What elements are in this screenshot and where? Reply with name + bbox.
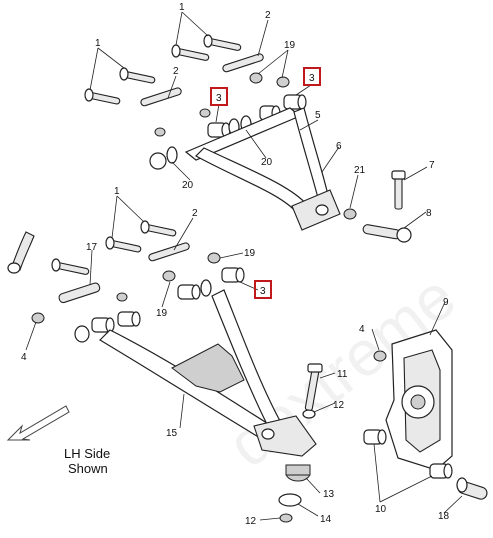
shaft-upper-1 <box>222 53 264 73</box>
callout-21: 21 <box>354 165 366 176</box>
highlighted-callouts: 3 3 3 <box>210 67 321 299</box>
bolt-upper-4 <box>84 88 121 105</box>
callout-2: 2 <box>192 208 198 219</box>
shaft-lower-17 <box>58 282 101 304</box>
callout-18: 18 <box>438 511 450 522</box>
bushing-10-left <box>363 429 387 445</box>
nut-upper-1 <box>249 72 263 84</box>
bushing-upper-d <box>149 152 167 170</box>
callout-14: 14 <box>320 514 332 525</box>
washer-upper-1 <box>166 146 178 164</box>
bolt-lower-1 <box>105 236 142 253</box>
callout-9: 9 <box>443 297 449 308</box>
tie-rod-end-8 <box>362 224 412 243</box>
bolt-11 <box>304 363 323 411</box>
nut-upper-2 <box>276 76 290 88</box>
nut-4-left <box>31 312 45 324</box>
bolt-upper-1 <box>171 44 210 61</box>
highlight-box-3 <box>303 67 321 86</box>
nut-12-upper <box>302 409 316 419</box>
callout-17: 17 <box>86 242 98 253</box>
callout-6: 6 <box>336 141 342 152</box>
upper-a-arm-group <box>84 34 412 243</box>
callout-2: 2 <box>265 10 271 21</box>
callout-19: 19 <box>244 248 256 259</box>
highlight-box-3 <box>254 280 272 299</box>
snap-ring-14 <box>278 493 302 507</box>
nut-lower-1 <box>207 252 221 264</box>
bolt-7 <box>391 170 406 210</box>
bushing-lower-d <box>117 311 141 327</box>
lower-arm-gusset <box>171 343 245 393</box>
callout-labels: 1 1 1 2 2 2 19 19 19 5 6 20 20 21 7 8 17… <box>21 2 450 527</box>
callout-19: 19 <box>284 40 296 51</box>
upper-ball-joint <box>315 204 329 216</box>
leader-lines <box>25 11 463 521</box>
washer-lower-1 <box>200 279 212 297</box>
upper-arm-side-tube <box>293 107 329 199</box>
callout-20: 20 <box>182 180 194 191</box>
bolt-upper-2 <box>203 34 242 51</box>
bushing-lower-a <box>177 284 201 300</box>
callout-3: 3 <box>309 73 315 84</box>
callout-13: 13 <box>323 489 335 500</box>
callout-8: 8 <box>426 208 432 219</box>
callout-4: 4 <box>21 352 27 363</box>
callout-5: 5 <box>315 110 321 121</box>
nut-21 <box>343 208 357 220</box>
stabilizer-link-partial <box>7 231 35 274</box>
callout-1: 1 <box>95 38 101 49</box>
washer-lower-2 <box>74 325 90 343</box>
callout-7: 7 <box>429 160 435 171</box>
callout-19: 19 <box>156 308 168 319</box>
side-note-line-1: LH Side <box>64 446 110 461</box>
upper-arm-rear-tube <box>195 147 309 215</box>
callout-2: 2 <box>173 66 179 77</box>
lower-a-arm-group <box>31 220 323 523</box>
bushing-lower-b <box>221 267 245 283</box>
lower-arm-knuckle <box>253 415 317 457</box>
highlight-box-3 <box>210 87 228 106</box>
arrow-left-icon <box>6 405 70 441</box>
lower-arm-mount-hole <box>261 428 275 440</box>
callout-11: 11 <box>337 369 348 380</box>
callout-12: 12 <box>245 516 257 527</box>
nut-upper-3 <box>199 108 211 118</box>
nut-4-right <box>373 350 387 362</box>
bolt-lower-3 <box>51 258 90 275</box>
spindle-group <box>363 329 488 500</box>
nut-upper-4 <box>154 127 166 137</box>
bolt-upper-3 <box>119 67 156 84</box>
nut-lower-2 <box>162 270 176 282</box>
nut-12-lower <box>279 513 293 523</box>
callout-1: 1 <box>179 2 185 13</box>
side-note-line-2: Shown <box>68 461 108 476</box>
spindle-hub-center <box>410 394 426 410</box>
callout-15: 15 <box>166 428 178 439</box>
callout-12: 12 <box>333 400 345 411</box>
bushing-10-right <box>429 463 453 479</box>
callout-4: 4 <box>359 324 365 335</box>
callout-10: 10 <box>375 504 387 515</box>
shaft-18 <box>456 477 488 500</box>
callout-3: 3 <box>216 93 222 104</box>
nut-lower-3 <box>116 292 128 302</box>
callout-1: 1 <box>114 186 120 197</box>
shaft-lower-2 <box>148 242 190 262</box>
callout-20: 20 <box>261 157 273 168</box>
shaft-upper-2 <box>140 87 182 107</box>
ball-joint-13 <box>285 464 311 482</box>
bolt-lower-2 <box>140 220 177 237</box>
callout-3: 3 <box>260 286 266 297</box>
bushing-upper-b <box>283 94 307 110</box>
